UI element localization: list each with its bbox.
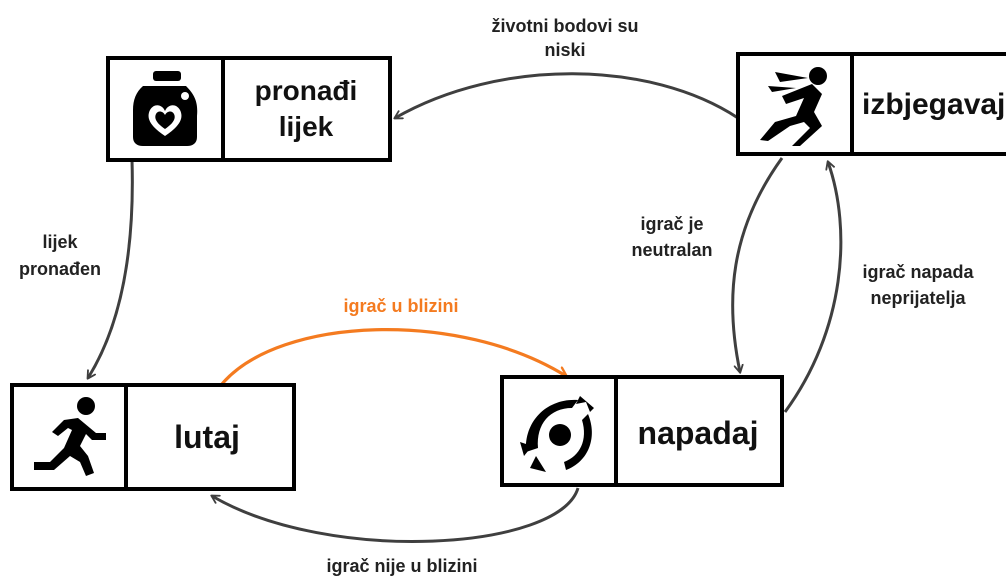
potion-heart-icon [133,71,198,146]
label-player-near: igrač u blizini [343,296,458,316]
arrow-player-near [220,328,566,386]
state-find-cure-line2: lijek [279,111,334,142]
dash-running-icon [760,67,827,146]
label-low-health-line1: životni bodovi su [492,16,639,36]
arrow-player-attacks [783,162,843,413]
label-player-attacks-line1: igrač napada [862,262,974,282]
label-player-neutral-line1: igrač je [640,214,703,234]
label-player-attacks-line2: neprijatelja [870,288,966,308]
state-attack-label: napadaj [638,415,759,451]
label-player-neutral-line2: neutralan [631,240,712,260]
arrow-player-neutral [731,157,784,372]
state-find-cure-line1: pronađi [255,75,358,106]
state-wander-label: lutaj [174,419,240,455]
label-cure-found-line1: lijek [42,232,78,252]
state-evade-label: izbjegavaj [862,88,1005,121]
label-low-health-line2: niski [544,40,585,60]
arrow-player-not-near [212,487,580,543]
state-find-cure: pronađi lijek [106,56,392,162]
state-evade: izbjegavaj [736,52,1006,156]
arrow-low-health [395,72,739,118]
state-attack: napadaj [500,375,784,487]
arrow-cure-found [88,159,134,378]
running-man-icon [34,397,106,476]
spinning-attack-icon [520,396,594,472]
state-wander: lutaj [10,383,296,491]
label-cure-found-line2: pronađen [19,259,101,279]
label-player-not-near: igrač nije u blizini [326,556,477,576]
